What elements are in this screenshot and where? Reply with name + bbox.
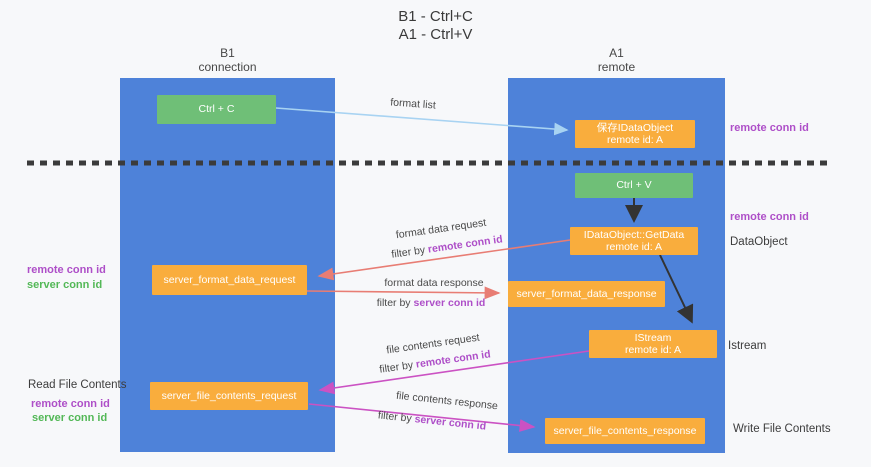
node-server-format-data-request: server_format_data_request: [152, 265, 307, 295]
filter-by-prefix: filter by: [390, 244, 426, 261]
annotation-left-bottom-remote-conn-id: remote conn id: [31, 398, 110, 410]
node-save-idataobject: 保存IDataObject remote id: A: [575, 120, 695, 148]
annotation-istream: Istream: [728, 340, 767, 352]
istream-line2: remote id: A: [624, 344, 682, 356]
arrow-format-data-response: [306, 286, 501, 300]
annotation-left-bottom-server-conn-id: server conn id: [32, 412, 108, 424]
node-ctrl-v: Ctrl + V: [575, 173, 693, 198]
filter-by-prefix: filter by: [378, 359, 414, 376]
lane-a1-name: A1: [609, 46, 624, 60]
server-file-contents-response-label: server_file_contents_response: [553, 424, 697, 437]
label-format-data-response: format data response: [384, 277, 484, 289]
server-file-contents-request-label: server_file_contents_request: [161, 389, 297, 402]
annotation-dataobject: DataObject: [730, 236, 788, 248]
server-format-data-response-label: server_format_data_response: [516, 287, 657, 300]
filter-by-value: server conn id: [413, 297, 486, 309]
node-idataobject-getdata: IDataObject::GetData remote id: A: [570, 227, 698, 255]
getdata-line2: remote id: A: [605, 241, 663, 253]
server-format-data-request-label: server_format_data_request: [163, 273, 296, 286]
filter-by-value: remote conn id: [427, 233, 504, 256]
save-idataobject-line1: 保存IDataObject: [596, 121, 674, 134]
getdata-line1: IDataObject::GetData: [583, 228, 685, 241]
annotation-remote-conn-id-top: remote conn id: [730, 122, 809, 134]
filter-by-value: server conn id: [413, 413, 487, 433]
annotation-left-server-conn-id: server conn id: [27, 279, 103, 291]
annotation-write-file-contents: Write File Contents: [733, 423, 831, 435]
title-line-1: B1 - Ctrl+C: [398, 8, 473, 25]
istream-line1: IStream: [634, 331, 672, 344]
node-server-file-contents-request: server_file_contents_request: [150, 382, 308, 410]
filter-by-prefix: filter by: [376, 297, 411, 309]
node-ctrl-c: Ctrl + C: [157, 95, 276, 124]
title-line-2: A1 - Ctrl+V: [398, 26, 473, 43]
annotation-read-file-contents: Read File Contents: [28, 379, 127, 391]
label-file-contents-response: file contents response: [395, 389, 499, 413]
label-format-list: format list: [389, 96, 437, 112]
filter-by-prefix: filter by: [377, 409, 413, 425]
lane-a1-role: remote: [597, 60, 636, 74]
lane-header-b1: B1 connection: [120, 46, 335, 74]
lane-b1-name: B1: [220, 46, 235, 60]
diagram-title: B1 - Ctrl+C A1 - Ctrl+V: [0, 8, 871, 44]
filter-by-value: remote conn id: [415, 348, 492, 371]
ctrl-v-label: Ctrl + V: [616, 179, 652, 192]
annotation-remote-conn-id-mid: remote conn id: [730, 211, 809, 223]
node-istream: IStream remote id: A: [589, 330, 717, 358]
lane-b1-role: connection: [198, 60, 257, 74]
node-server-format-data-response: server_format_data_response: [508, 281, 665, 307]
save-idataobject-line2: remote id: A: [606, 134, 664, 146]
annotation-left-remote-conn-id: remote conn id: [27, 264, 106, 276]
node-server-file-contents-response: server_file_contents_response: [545, 418, 705, 444]
lane-header-a1: A1 remote: [508, 46, 725, 74]
ctrl-c-label: Ctrl + C: [198, 103, 235, 116]
